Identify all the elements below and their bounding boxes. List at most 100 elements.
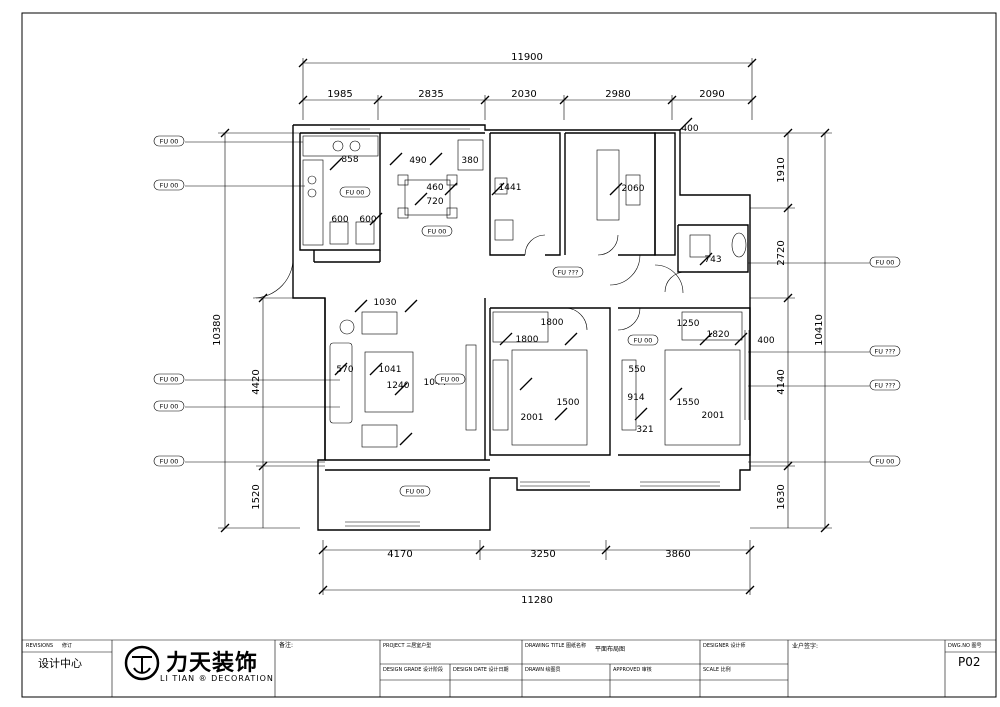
- windows: [330, 124, 750, 527]
- dim-inner: 743: [704, 255, 721, 265]
- tag-leader-lines: [185, 141, 870, 463]
- fu-tag-inner: FU 00: [634, 337, 653, 345]
- dim-inner: 1250: [677, 319, 700, 329]
- dwg-number-label: DWG.NO 图号: [948, 643, 982, 649]
- fu-tag-left: FU 00: [160, 182, 179, 190]
- sheet-border: [21, 12, 997, 698]
- dim-inner: 460: [426, 183, 443, 193]
- furniture: [302, 135, 747, 448]
- company-name-cn: 力天装饰: [166, 651, 259, 676]
- dim-top-segment: 1985: [327, 89, 352, 100]
- dim-top-segment: 2090: [699, 89, 724, 100]
- dim-left-segment: 1520: [251, 484, 262, 509]
- dim-top-segment: 2980: [605, 89, 630, 100]
- dim-bottom-segment: 3860: [665, 549, 690, 560]
- design-date-label: DESIGN DATE 设计日期: [453, 667, 509, 673]
- fu-tag-inner: FU ???: [558, 269, 579, 277]
- company-logo-icon: [124, 645, 160, 681]
- client-signature-label: 业户签字:: [792, 643, 819, 650]
- dim-right-total: 10410: [814, 314, 825, 346]
- fu-tag-right-box: [869, 379, 901, 391]
- dim-inner: 1044: [424, 378, 447, 388]
- dim-inner: 2001: [702, 411, 725, 421]
- fu-tag-left-box: [153, 135, 185, 147]
- dim-inner: 914: [627, 393, 644, 403]
- dim-top-segment: 2030: [511, 89, 536, 100]
- fu-tag-left-box: [153, 400, 185, 412]
- dim-inner: 720: [426, 197, 443, 207]
- scale-label: SCALE 比例: [703, 667, 731, 673]
- designer-label: DESIGNER 设计师: [703, 643, 746, 649]
- project-label: PROJECT 三居室户型: [383, 643, 432, 649]
- fu-tag-right-box: [869, 345, 901, 357]
- dim-inner: 400: [757, 336, 774, 346]
- dimension-ticks: [220, 58, 830, 595]
- dim-right-segment: 1910: [776, 157, 787, 182]
- design-center-label: 设计中心: [38, 657, 82, 670]
- dim-bottom-segment: 3250: [530, 549, 555, 560]
- dim-inner: 600: [359, 215, 376, 225]
- dim-top-segment: 2835: [418, 89, 443, 100]
- fu-tag-inner-box: [434, 373, 466, 385]
- dim-right-segment: 2720: [776, 240, 787, 265]
- dim-inner: 1800: [516, 335, 539, 345]
- fu-tag-left: FU 00: [160, 376, 179, 384]
- fu-tag-inner-box: [421, 225, 453, 237]
- fu-tag-inner: FU 00: [428, 228, 447, 236]
- dim-inner: 490: [409, 156, 426, 166]
- fu-tag-left: FU 00: [160, 138, 179, 146]
- fu-tag-right-box: [869, 455, 901, 467]
- dim-inner: 321: [636, 425, 653, 435]
- fu-tag-inner-box: [399, 485, 431, 497]
- fu-tag-inner: FU 00: [406, 488, 425, 496]
- fu-tag-inner: FU 00: [441, 376, 460, 384]
- dim-inner: 858: [341, 155, 358, 165]
- fu-tag-left-box: [153, 373, 185, 385]
- dim-right-segment: 4140: [776, 369, 787, 394]
- fu-tag-left-box: [153, 455, 185, 467]
- dim-inner: 1441: [499, 183, 522, 193]
- dim-inner: 2001: [521, 413, 544, 423]
- inner-dimension-ticks: [329, 117, 748, 446]
- fu-tag-right: FU 00: [876, 458, 895, 466]
- revisions-label: REVISIONS: [26, 643, 54, 649]
- dwg-number: P02: [958, 655, 981, 669]
- fu-tag-right: FU ???: [875, 348, 896, 356]
- door-swings: [252, 234, 686, 331]
- dim-inner: 570: [336, 365, 353, 375]
- fu-tag-inner-box: [627, 334, 659, 346]
- drawing-title-label: DRAWING TITLE 图纸名称: [525, 643, 587, 649]
- dim-right-segment: 1630: [776, 484, 787, 509]
- revisions-cn-label: 修订: [62, 643, 73, 649]
- dim-inner: 400: [681, 124, 698, 134]
- dim-inner: 1550: [677, 398, 700, 408]
- dim-inner: 550: [628, 365, 645, 375]
- dim-left-segment: 4420: [251, 369, 262, 394]
- approved-label: APPROVED 审核: [613, 667, 652, 673]
- dim-inner: 1030: [374, 298, 397, 308]
- fu-tag-left: FU 00: [160, 403, 179, 411]
- fu-tag-inner-box: [339, 186, 371, 198]
- fu-tag-inner-box: [552, 266, 584, 278]
- dimension-lines: [218, 58, 832, 595]
- title-block-lines: [22, 639, 996, 697]
- fu-tag-left-box: [153, 179, 185, 191]
- dim-inner: 1240: [387, 381, 410, 391]
- notes-label: 备注:: [279, 642, 294, 649]
- drawing-title: 平面布局图: [595, 646, 626, 653]
- dim-inner: 1820: [707, 330, 730, 340]
- dim-inner: 380: [461, 156, 478, 166]
- dim-bottom-segment: 4170: [387, 549, 412, 560]
- dim-top-total: 11900: [511, 52, 543, 63]
- dim-bottom-total: 11280: [521, 595, 553, 606]
- design-grade-label: DESIGN GRADE 设计阶段: [383, 667, 444, 673]
- fu-tag-inner: FU 00: [346, 189, 365, 197]
- company-name-en: LI TIAN ® DECORATION: [160, 674, 274, 683]
- dim-inner: 1041: [379, 365, 402, 375]
- fu-tag-right-box: [869, 256, 901, 268]
- dim-left-total: 10380: [212, 314, 223, 346]
- dim-inner: 1800: [541, 318, 564, 328]
- dim-inner: 1500: [557, 398, 580, 408]
- fu-tag-right: FU 00: [876, 259, 895, 267]
